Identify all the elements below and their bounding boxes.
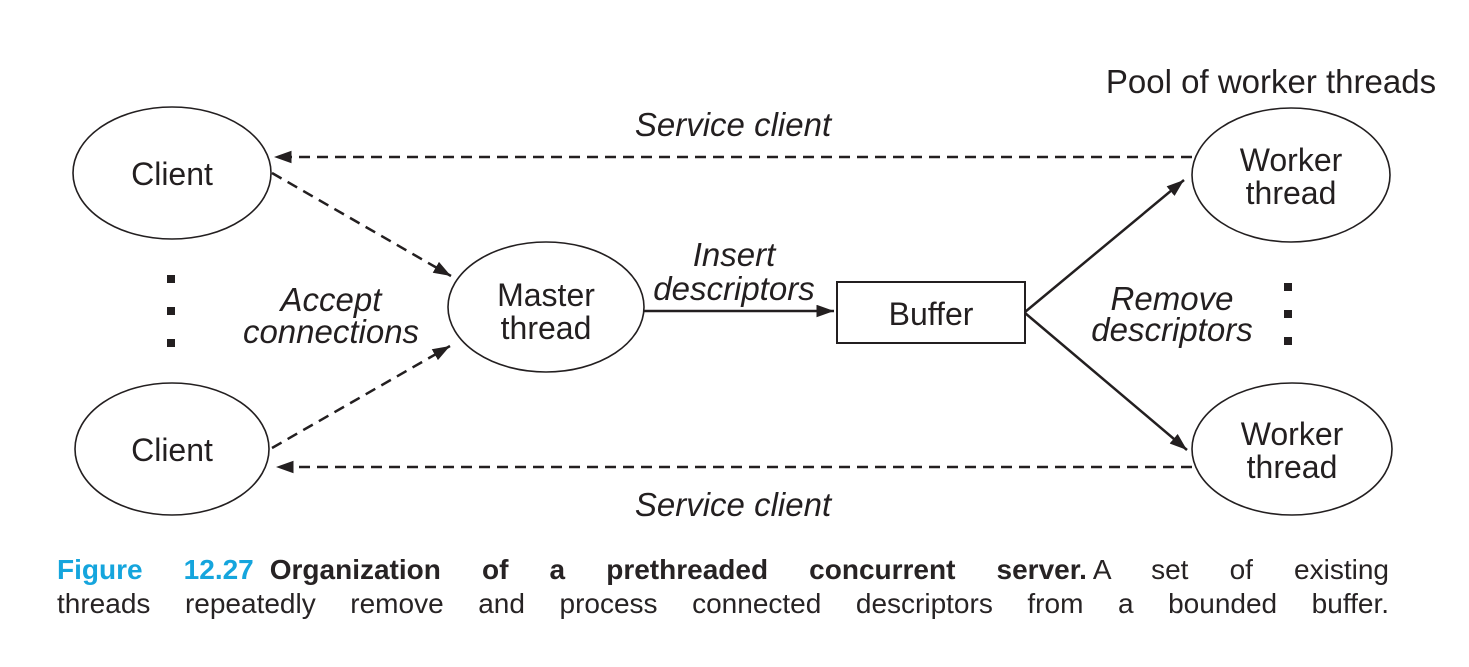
remove-descriptors-label-line2: descriptors bbox=[1091, 311, 1252, 348]
accept-connections-label-line2: connections bbox=[243, 313, 419, 350]
service-client-top-label: Service client bbox=[635, 106, 833, 143]
client-top-label: Client bbox=[131, 156, 213, 192]
master-thread-label-line2: thread bbox=[501, 310, 592, 346]
worker-top-node bbox=[1191, 107, 1391, 243]
figure-number: Figure 12.27 bbox=[57, 554, 254, 585]
client-bottom-node bbox=[74, 382, 270, 516]
client-ellipsis-icon bbox=[167, 275, 175, 347]
worker-bottom-node bbox=[1191, 382, 1393, 516]
buffer-label: Buffer bbox=[889, 296, 974, 332]
worker-top-label-line1: Worker bbox=[1240, 142, 1343, 178]
worker-top-label-line2: thread bbox=[1246, 175, 1337, 211]
remove-descriptors-top-arrow bbox=[1024, 179, 1185, 313]
caption-body-line1: A set of existing bbox=[1092, 554, 1389, 585]
accept-connection-bottom-arrow bbox=[271, 344, 451, 450]
buffer-node bbox=[836, 281, 1026, 344]
client-top-node bbox=[72, 106, 272, 240]
accept-connections-label-line1: Accept bbox=[279, 281, 384, 318]
accept-connection-top-arrow bbox=[271, 171, 452, 278]
remove-descriptors-bottom-arrow bbox=[1024, 312, 1188, 451]
worker-bottom-label-line1: Worker bbox=[1241, 416, 1344, 452]
figure-caption: Figure 12.27 Organization of a prethreade… bbox=[57, 553, 1389, 621]
pool-of-worker-threads-label: Pool of worker threads bbox=[1106, 63, 1436, 100]
diagram-canvas: Client Client Master thread Buffer Worke… bbox=[72, 63, 1436, 523]
insert-descriptors-label-line1: Insert bbox=[693, 236, 777, 273]
master-thread-node bbox=[447, 241, 645, 373]
caption-body-line2: threads repeatedly remove and process co… bbox=[57, 588, 1389, 619]
worker-bottom-label-line2: thread bbox=[1247, 449, 1338, 485]
remove-descriptors-label-line1: Remove bbox=[1111, 280, 1234, 317]
master-thread-label-line1: Master bbox=[497, 277, 595, 313]
caption-title: Organization of a prethreaded concurrent… bbox=[269, 554, 1087, 585]
service-client-bottom-label: Service client bbox=[635, 486, 833, 523]
client-bottom-label: Client bbox=[131, 432, 213, 468]
worker-ellipsis-icon bbox=[1284, 283, 1292, 345]
insert-descriptors-label-line2: descriptors bbox=[653, 270, 814, 307]
